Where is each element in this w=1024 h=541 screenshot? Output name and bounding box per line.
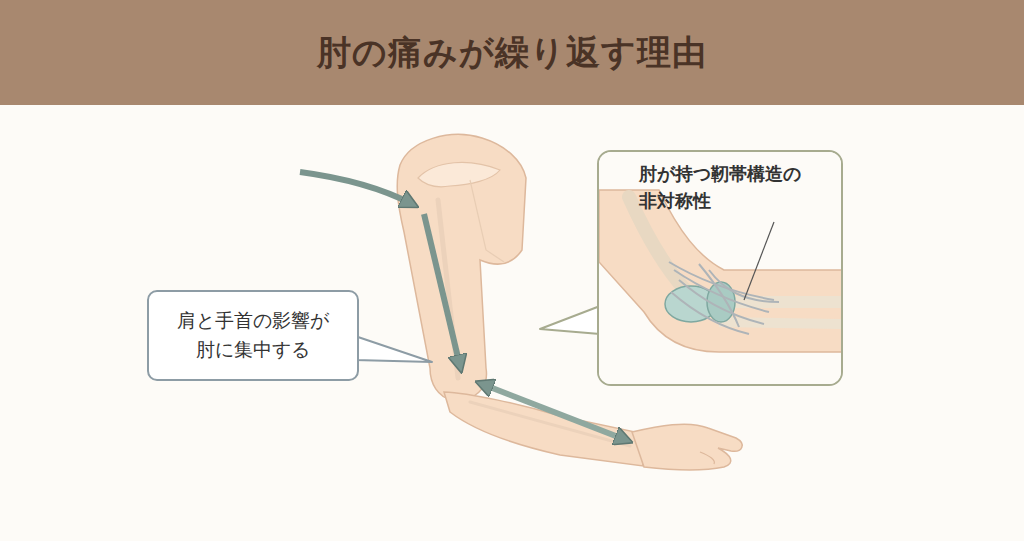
callout-text: 肘が持つ靭帯構造の 非対称性 xyxy=(639,160,829,214)
ligament-illustration xyxy=(599,152,843,386)
humerus xyxy=(629,197,687,292)
panel-ground xyxy=(599,152,843,386)
shoulder-bone xyxy=(418,162,500,186)
callout-box: 肩と手首の影響が 肘に集中する xyxy=(147,290,359,381)
callout-tail xyxy=(355,336,432,362)
finger-line xyxy=(700,452,714,464)
scapula-line xyxy=(470,180,504,262)
force-arrow xyxy=(482,384,626,440)
elbow-skin xyxy=(599,190,843,352)
force-arrow xyxy=(424,214,460,366)
detail-panel: 肘が持つ靭帯構造の 非対称性 xyxy=(597,150,843,386)
title: 肘の痛みが繰り返す理由 xyxy=(0,0,1024,105)
force-arrow xyxy=(300,172,412,204)
hand xyxy=(632,424,742,470)
callout-text: 肩と手首の影響が 肘に集中する xyxy=(165,306,341,365)
callout-tail xyxy=(540,306,600,334)
forearm xyxy=(444,392,643,466)
leader-line xyxy=(744,222,774,300)
ligament-strands xyxy=(669,262,779,334)
